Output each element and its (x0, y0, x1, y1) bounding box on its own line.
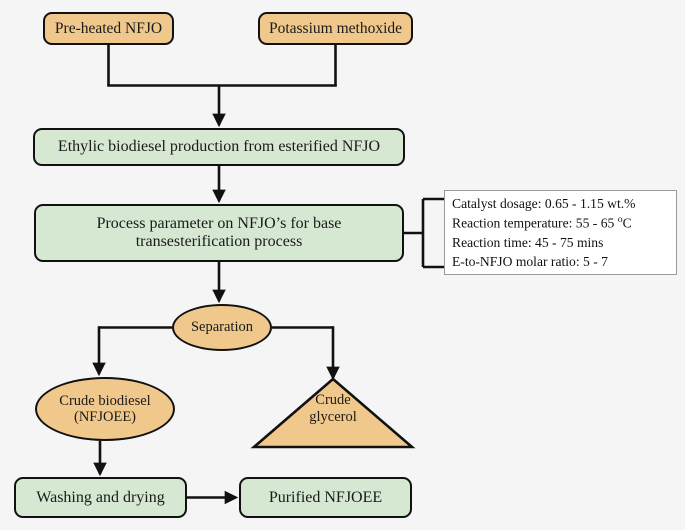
node-washing-and-drying[interactable]: Washing and drying (14, 477, 187, 518)
node-potassium-methoxide[interactable]: Potassium methoxide (258, 12, 413, 45)
node-ethylic-biodiesel-production[interactable]: Ethylic biodiesel production from esteri… (33, 128, 405, 166)
parameters-note: Catalyst dosage: 0.65 - 1.15 wt.% Reacti… (444, 190, 677, 275)
node-label: Ethylic biodiesel production from esteri… (57, 138, 381, 156)
node-crude-biodiesel[interactable]: Crude biodiesel (NFJOEE) (35, 377, 175, 441)
node-label: Purified NFJOEE (268, 488, 383, 506)
node-pre-heated-nfjo[interactable]: Pre-heated NFJO (43, 12, 174, 45)
parameter-line-catalyst-dosage: Catalyst dosage: 0.65 - 1.15 wt.% (452, 195, 636, 211)
node-label-line2: glycerol (309, 408, 357, 425)
parameter-temperature-unit: C (622, 215, 632, 231)
parameter-line-reaction-temperature: Reaction temperature: 55 - 65 oC (452, 213, 670, 233)
node-label: Potassium methoxide (268, 19, 403, 37)
crude-glycerol-triangle (250, 377, 416, 449)
node-label-line1: Process parameter on NFJO’s for base (96, 215, 342, 233)
node-label: Washing and drying (36, 488, 165, 506)
node-label-line2: (NFJOEE) (73, 409, 137, 425)
parameter-line-molar-ratio: E-to-NFJO molar ratio: 5 - 7 (452, 254, 608, 270)
parameter-line-reaction-time: Reaction time: 45 - 75 mins (452, 234, 604, 250)
node-label-line1: Crude (315, 392, 351, 408)
degree-superscript: o (617, 213, 623, 225)
node-label: Separation (190, 319, 253, 336)
node-process-parameter[interactable]: Process parameter on NFJO’s for base tra… (34, 204, 404, 262)
node-label-line1: Crude biodiesel (59, 392, 151, 409)
node-label: Pre-heated NFJO (54, 19, 163, 37)
node-label-line2: transesterification process (135, 233, 303, 250)
node-crude-glycerol-label: Crude glycerol (283, 392, 383, 425)
node-purified-nfjoee[interactable]: Purified NFJOEE (239, 477, 412, 518)
node-separation[interactable]: Separation (172, 304, 272, 351)
parameter-temperature-text: Reaction temperature: 55 - 65 (452, 215, 618, 231)
